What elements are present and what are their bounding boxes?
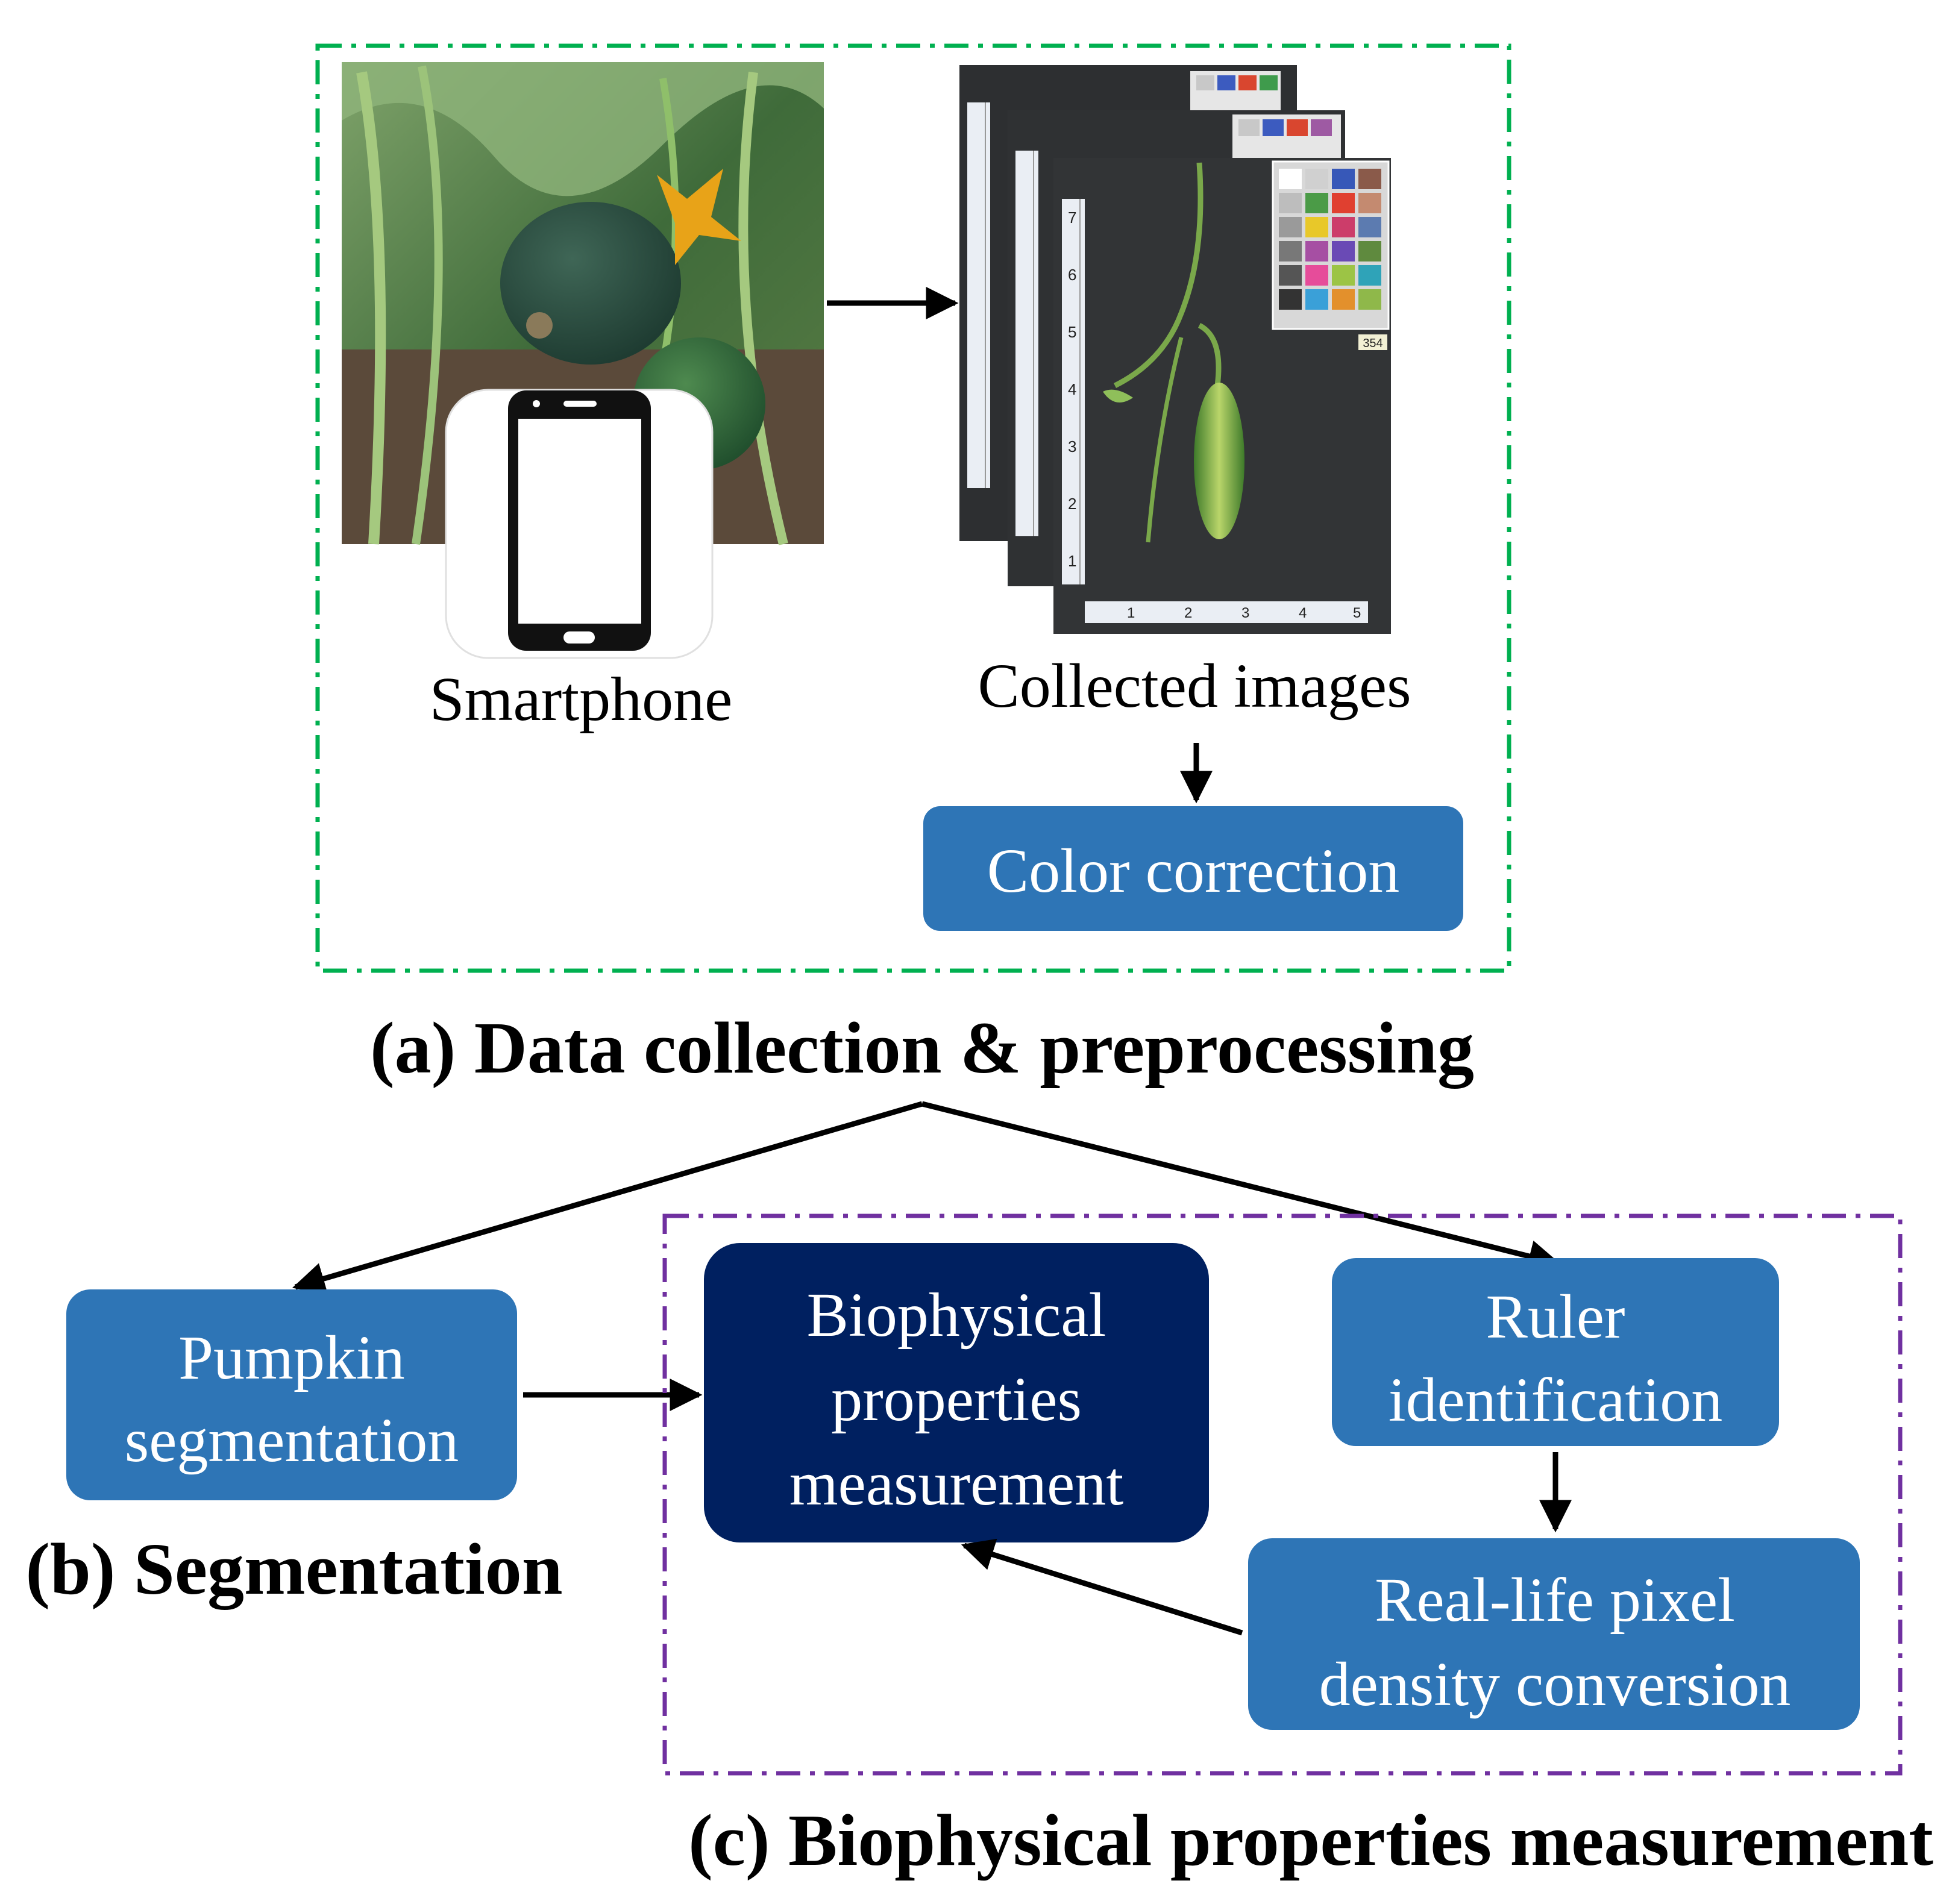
pumpkin-segmentation-box <box>66 1289 517 1500</box>
ruler-tick-3: 3 <box>1068 437 1076 456</box>
pumpkin-segmentation-line1: Pumpkin <box>178 1323 405 1392</box>
biophysical-measurement-box <box>704 1243 1209 1542</box>
data-collection-frame <box>315 43 1511 973</box>
ruler-h-tick-5: 5 <box>1353 605 1361 621</box>
biophysical-line2: properties <box>831 1365 1082 1434</box>
biophysical-line1: Biophysical <box>807 1280 1106 1350</box>
collected-images-label: Collected images <box>978 651 1411 721</box>
ruler-identification-line2: identification <box>1389 1365 1722 1435</box>
color-correction-label: Color correction <box>987 836 1399 906</box>
ruler-tick-7: 7 <box>1068 208 1076 227</box>
ruler-identification-box <box>1332 1258 1779 1446</box>
ruler-tick-5: 5 <box>1068 323 1076 341</box>
ruler-h-tick-4: 4 <box>1299 605 1307 621</box>
tag-number: 354 <box>1363 337 1383 350</box>
branch-arrows <box>292 1101 1561 1295</box>
arrow-realpix-to-biophysical <box>961 1538 1243 1636</box>
section-c-title: (c) Biophysical properties measurement <box>688 1800 1933 1881</box>
image-card-front: 7 6 5 4 3 2 1 1 2 3 4 5 <box>1053 158 1391 634</box>
color-checker <box>1272 160 1390 330</box>
smartphone-label: Smartphone <box>430 665 733 734</box>
section-b-title: (b) Segmentation <box>25 1529 562 1610</box>
ruler-tick-2: 2 <box>1068 495 1076 513</box>
biophysical-line3: measurement <box>789 1449 1124 1518</box>
ruler-tick-6: 6 <box>1068 266 1076 284</box>
pixel-density-conversion-box <box>1248 1538 1860 1730</box>
color-correction-box <box>923 806 1463 931</box>
pixel-density-line1: Real-life pixel <box>1375 1565 1735 1635</box>
ruler-h-tick-1: 1 <box>1127 605 1135 621</box>
ruler-h-tick-2: 2 <box>1184 605 1192 621</box>
ruler-tick-4: 4 <box>1068 380 1076 398</box>
pixel-density-line2: density conversion <box>1319 1650 1791 1719</box>
section-a-title: (a) Data collection & preprocessing <box>370 1007 1474 1089</box>
collected-images-stack: 7 6 5 4 3 2 1 1 2 3 4 5 <box>959 65 1391 634</box>
ruler-tick-1: 1 <box>1068 552 1076 570</box>
pumpkin-segmentation-line2: segmentation <box>125 1406 459 1475</box>
smartphone-icon <box>445 389 714 659</box>
ruler-identification-line1: Ruler <box>1486 1282 1625 1351</box>
measurement-frame <box>662 1213 1903 1776</box>
ruler-h-tick-3: 3 <box>1241 605 1249 621</box>
